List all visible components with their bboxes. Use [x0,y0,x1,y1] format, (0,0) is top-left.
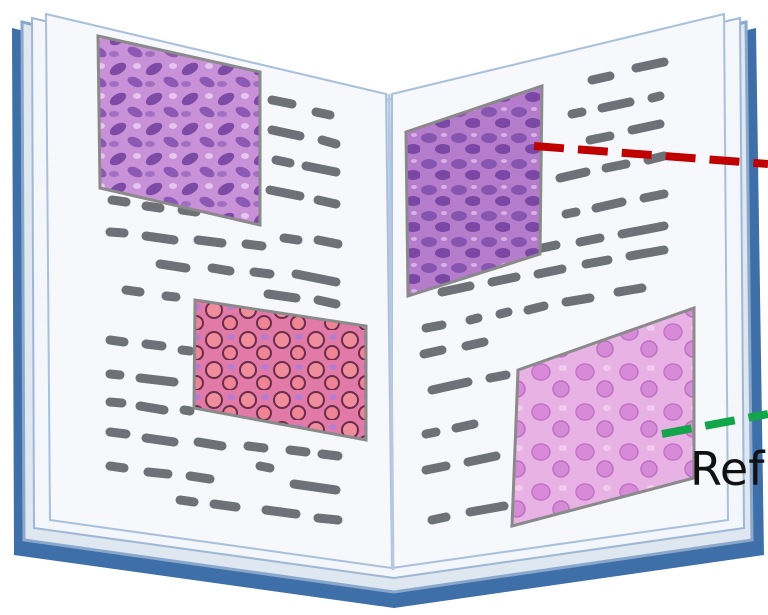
ref-label: Ref [690,446,764,492]
